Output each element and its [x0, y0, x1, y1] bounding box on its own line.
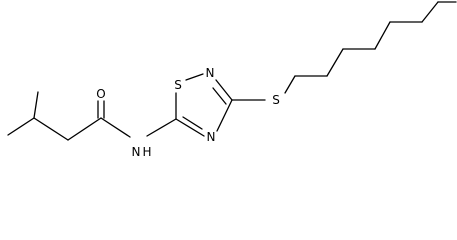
oxygen-atom-label: O	[96, 87, 105, 101]
bond-methyl-left	[7, 117, 35, 136]
bond-nitrogen-ring	[146, 118, 177, 137]
bond-hexyl-3	[326, 48, 344, 77]
bond-hexyl-5	[374, 21, 391, 50]
bond-hexyl-7	[421, 1, 439, 23]
bond-n4-c5-b	[182, 116, 203, 130]
amide-hydrogen-label: H	[142, 145, 151, 159]
bond-methyl-top	[33, 91, 39, 119]
bond-n2-c3-a	[215, 79, 233, 101]
bond-n2-c3-b	[212, 87, 227, 105]
ring-nitrogen-top-label: N	[206, 66, 215, 80]
bond-sulfur-hexyl	[284, 75, 296, 94]
bond-c3-n4	[216, 99, 233, 132]
thioether-sulfur-label: S	[272, 93, 280, 107]
bond-s1-n2	[185, 73, 204, 81]
amide-nitrogen-label: N	[132, 145, 141, 159]
bond-ch-ch2	[33, 117, 69, 141]
bond-ch2-carbonyl	[67, 117, 102, 141]
bond-carbonyl-nitrogen	[100, 117, 131, 138]
bond-n4-c5-a	[175, 118, 205, 137]
ring-sulfur-label: S	[174, 78, 182, 92]
ring-nitrogen-bottom-label: N	[207, 130, 216, 144]
structure-diagram: O N H S N N S	[7, 1, 457, 159]
